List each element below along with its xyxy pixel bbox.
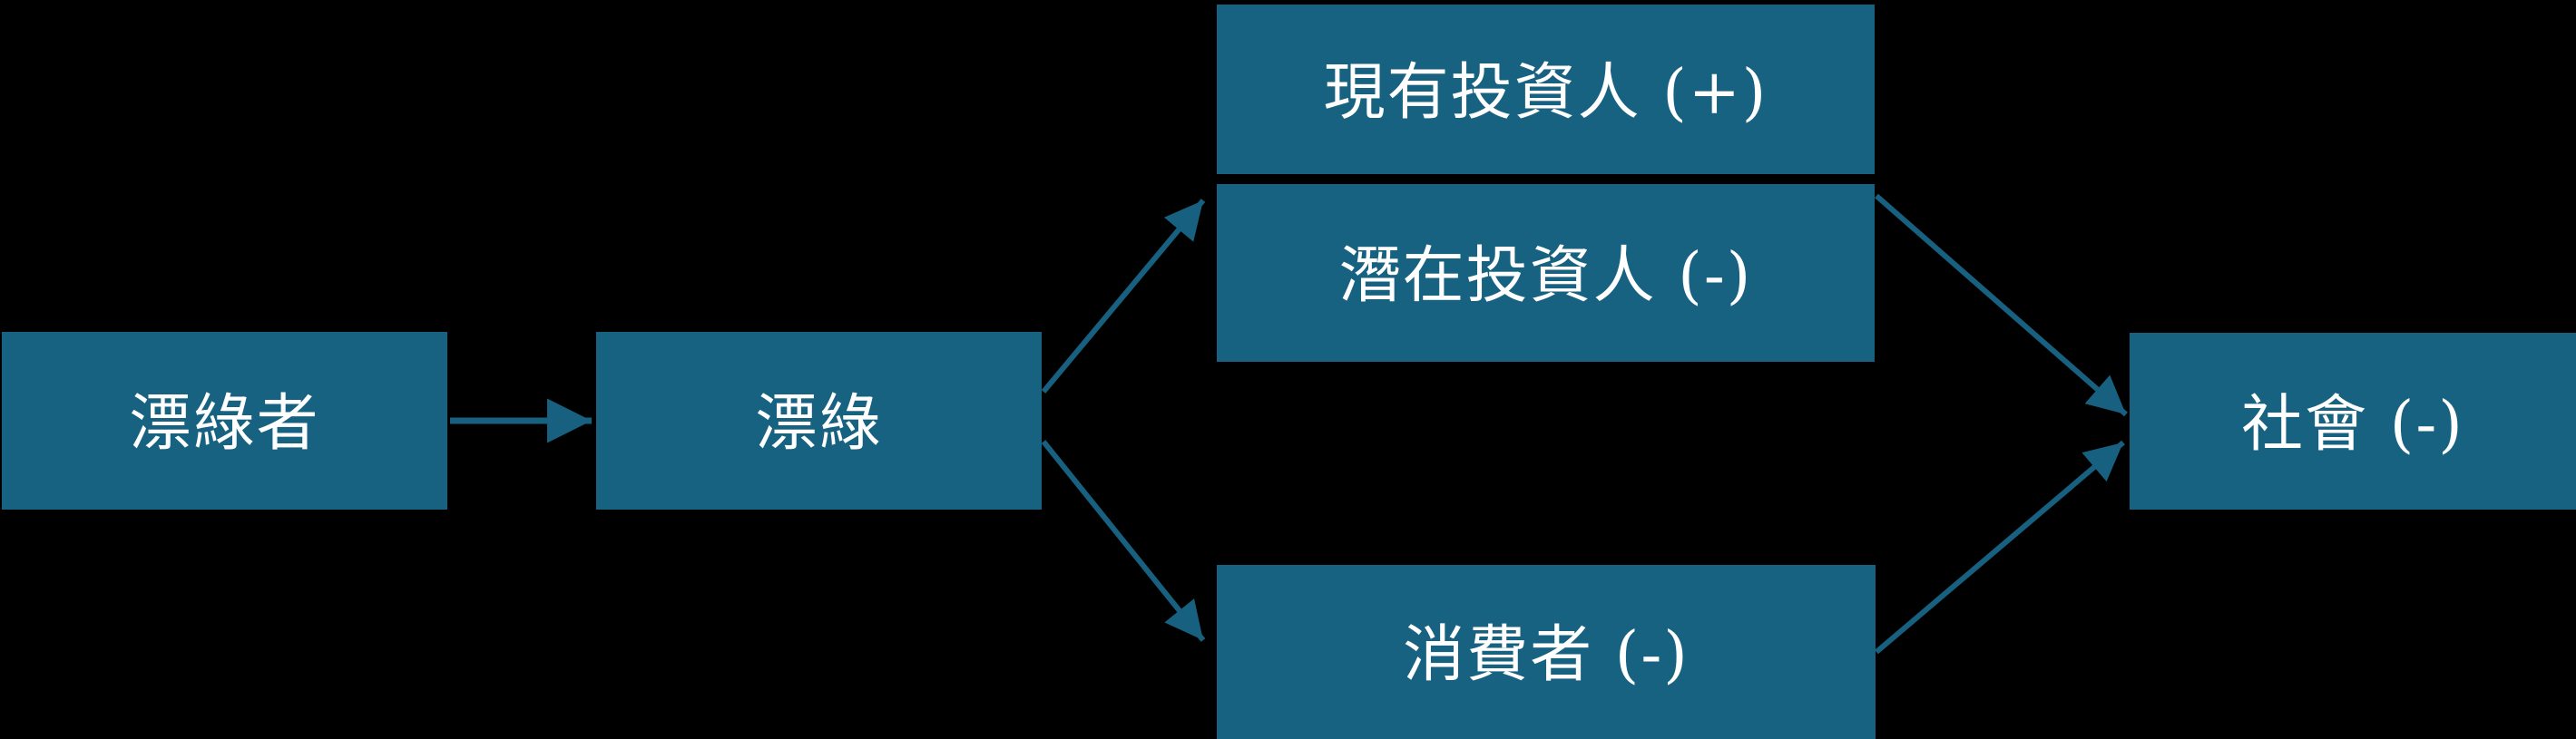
node-greenwasher-label: 漂綠者: [129, 388, 320, 460]
node-society: 社會 (-): [2130, 333, 2576, 510]
node-existing-investors: 現有投資人 (+): [1217, 5, 1875, 174]
arrow-greenwashing-to-consumers: [1041, 440, 1206, 642]
node-consumers: 消費者 (-): [1217, 565, 1876, 739]
node-society-label: 社會 (-): [2241, 388, 2464, 461]
arrow-greenwashing-to-potential-investors: [1041, 199, 1206, 394]
node-existing-investors-label: 現有投資人 (+): [1323, 56, 1768, 129]
node-greenwasher: 漂綠者: [2, 332, 447, 510]
node-greenwashing: 漂綠: [596, 332, 1042, 510]
node-consumers-label: 消費者 (-): [1403, 619, 1690, 691]
node-potential-investors-label: 潛在投資人 (-): [1338, 240, 1753, 312]
arrow-consumers-to-society: [1875, 440, 2125, 655]
node-greenwashing-label: 漂綠: [755, 388, 883, 460]
node-potential-investors: 潛在投資人 (-): [1217, 184, 1875, 362]
arrow-potential-investors-to-society: [1875, 193, 2128, 417]
